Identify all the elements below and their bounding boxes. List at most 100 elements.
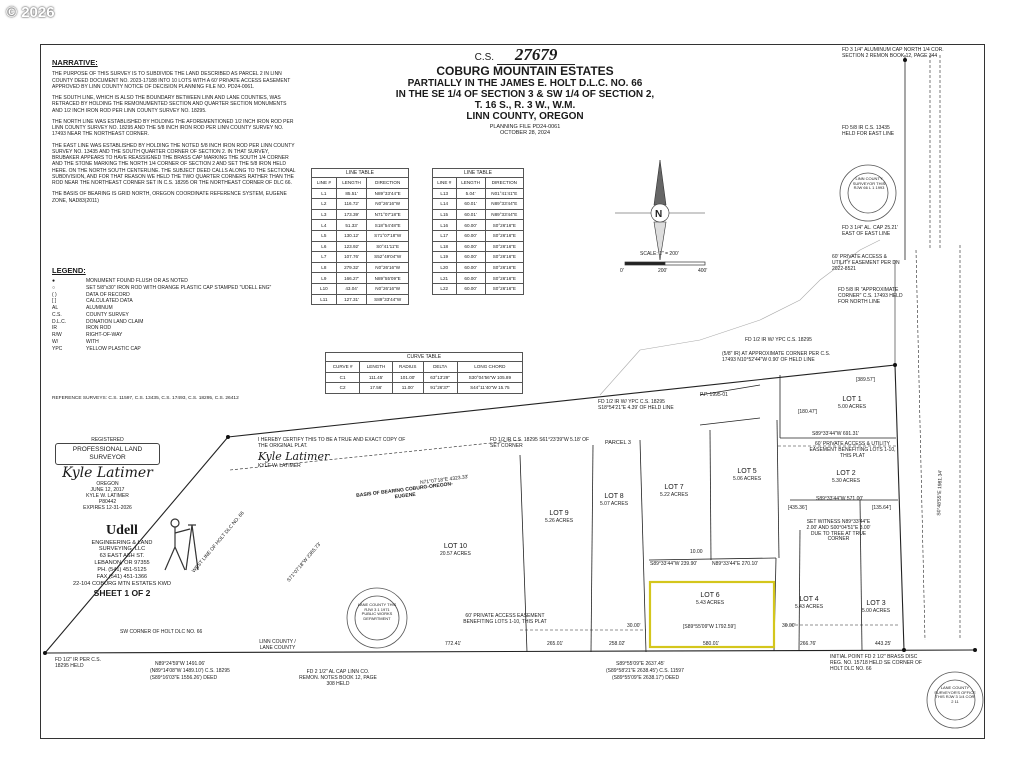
legend-text: IRON ROD: [86, 325, 111, 332]
legend-section: LEGEND: ●MONUMENT FOUND FLUSH OR AS NOTE…: [52, 266, 282, 352]
legend-text: DONATION LAND CLAIM: [86, 318, 144, 325]
table-cell: 127.31': [335, 293, 368, 306]
table-cell: L9: [311, 272, 337, 284]
narrative-heading: NARRATIVE:: [52, 58, 98, 67]
west-line: [44, 436, 229, 654]
stamp-name: KYLE W. LATIMER: [86, 493, 129, 500]
table-cell: L13: [432, 187, 457, 200]
north-line: [227, 364, 896, 438]
table-header-cell: DIRECTION: [484, 177, 525, 189]
surveyor-stamp: REGISTERED PROFESSIONAL LAND SURVEYOR Ky…: [55, 437, 160, 511]
scale-mark: 200': [658, 268, 668, 274]
table-cell: S0°26'16"E: [484, 229, 525, 242]
legend-symbol: ( ): [52, 291, 57, 298]
table-cell: S0°26'16"E: [484, 251, 525, 263]
table-cell: 5.04': [455, 187, 486, 200]
table-cell: 60.00': [455, 251, 486, 263]
annotation: 443.25': [875, 641, 892, 647]
table-cell: 116.72': [335, 198, 368, 210]
stamp-signature: Kyle Latimer: [62, 464, 153, 481]
table-cell: N89°33'44"E: [484, 208, 525, 221]
table-cell: 111.45': [359, 371, 393, 384]
lot5-east: [776, 419, 780, 559]
curve-table-title: CURVE TABLE: [325, 352, 523, 361]
table-cell: 11.00': [391, 382, 424, 394]
table-header-cell: LINE #: [311, 177, 337, 189]
north-arrow-icon: [615, 159, 705, 261]
table-cell: 123.92': [335, 240, 368, 253]
lot-name: LOT 4: [799, 596, 819, 603]
lot6-top: [648, 557, 777, 561]
lot-name: PARCEL 3: [605, 440, 631, 446]
table-cell: C1: [324, 371, 361, 384]
annotation: 60' PRIVATE ACCESS & UTILITY EASEMENT PE…: [832, 254, 900, 272]
annotation: SET WITNESS N89°33'44"E 2.00' AND S00°04…: [806, 519, 871, 543]
subdivision-title: COBURG MOUNTAIN ESTATES: [436, 63, 614, 78]
table-cell: N89°33'44"E: [484, 198, 525, 210]
legend-symbol: IR: [52, 325, 57, 332]
firm-line: LEBANON, OR 97355: [94, 560, 150, 567]
scale-mark: 400': [698, 268, 708, 274]
lot-area: 5.26 ACRES: [545, 518, 574, 525]
table-cell: L14: [432, 198, 457, 210]
table-header-cell: LINE #: [432, 177, 457, 189]
table-cell: S0°26'16"E: [484, 282, 525, 295]
line-table-1-title: LINE TABLE: [311, 168, 409, 177]
annotation: SW CORNER OF HOLT DLC NO. 66: [120, 629, 203, 635]
annotation: LINN COUNTY SURVEYOR THIS RJW 66 L 1 199…: [852, 176, 886, 191]
title-line-3: IN THE SE 1/4 OF SECTION 3 & SW 1/4 OF S…: [395, 88, 655, 100]
annotation: FD 1/2 IR W/ YPC C.S. 18295: [745, 337, 812, 343]
lot-name: LOT 9: [549, 510, 569, 517]
lot-area: 20.57 ACRES: [440, 551, 471, 558]
annotation: (S89°16'03"E 1556.26') DEED: [150, 675, 218, 681]
legend-item: D.L.C.DONATION LAND CLAIM: [52, 319, 282, 326]
table-cell: 101.00': [391, 371, 424, 384]
lot-name: LOT 1: [842, 396, 862, 403]
lot4-west: [798, 529, 801, 652]
annotation: 30.00': [627, 623, 641, 629]
lot-name: LOT 5: [737, 468, 757, 475]
surveyor-figure-icon: [164, 518, 199, 571]
narrative-paragraph: THE SOUTH LINE, WHICH IS ALSO THE BOUNDA…: [52, 95, 287, 114]
firm-line: SURVEYING, LLC: [98, 546, 146, 553]
table-cell: N89°55'09"E: [366, 272, 409, 284]
firm-name: Udell: [106, 523, 138, 538]
lot-area: 5.00 ACRES: [838, 404, 867, 411]
table-cell: L18: [432, 240, 457, 253]
legend-heading: LEGEND:: [52, 266, 86, 275]
table-cell: 60.00': [455, 282, 486, 295]
table-cell: 17.56': [359, 382, 393, 394]
title-line-5: LINN COUNTY, OREGON: [466, 110, 584, 122]
lot-area: 5.06 ACRES: [733, 476, 762, 483]
table-cell: S0°41'11"E: [366, 240, 409, 253]
easement-n: [699, 384, 761, 396]
table-cell: N0°26'16"W: [366, 198, 409, 210]
legend-symbol: R/W: [52, 332, 62, 338]
cs-prefix: C.S.: [474, 52, 495, 63]
annotation: 60' PRIVATE ACCESS & UTILITY EASEMENT BE…: [809, 441, 896, 459]
table-cell: 166.27': [335, 272, 368, 284]
table-cell: 60.01': [455, 208, 486, 221]
lot-area: 5.22 ACRES: [660, 492, 689, 499]
narrative-paragraph: THE NORTH LINE WAS ESTABLISHED BY HOLDIN…: [52, 118, 294, 138]
table-cell: L8: [311, 261, 337, 274]
annotation: (S89°55'09"E 2638.17') DEED: [612, 675, 680, 681]
